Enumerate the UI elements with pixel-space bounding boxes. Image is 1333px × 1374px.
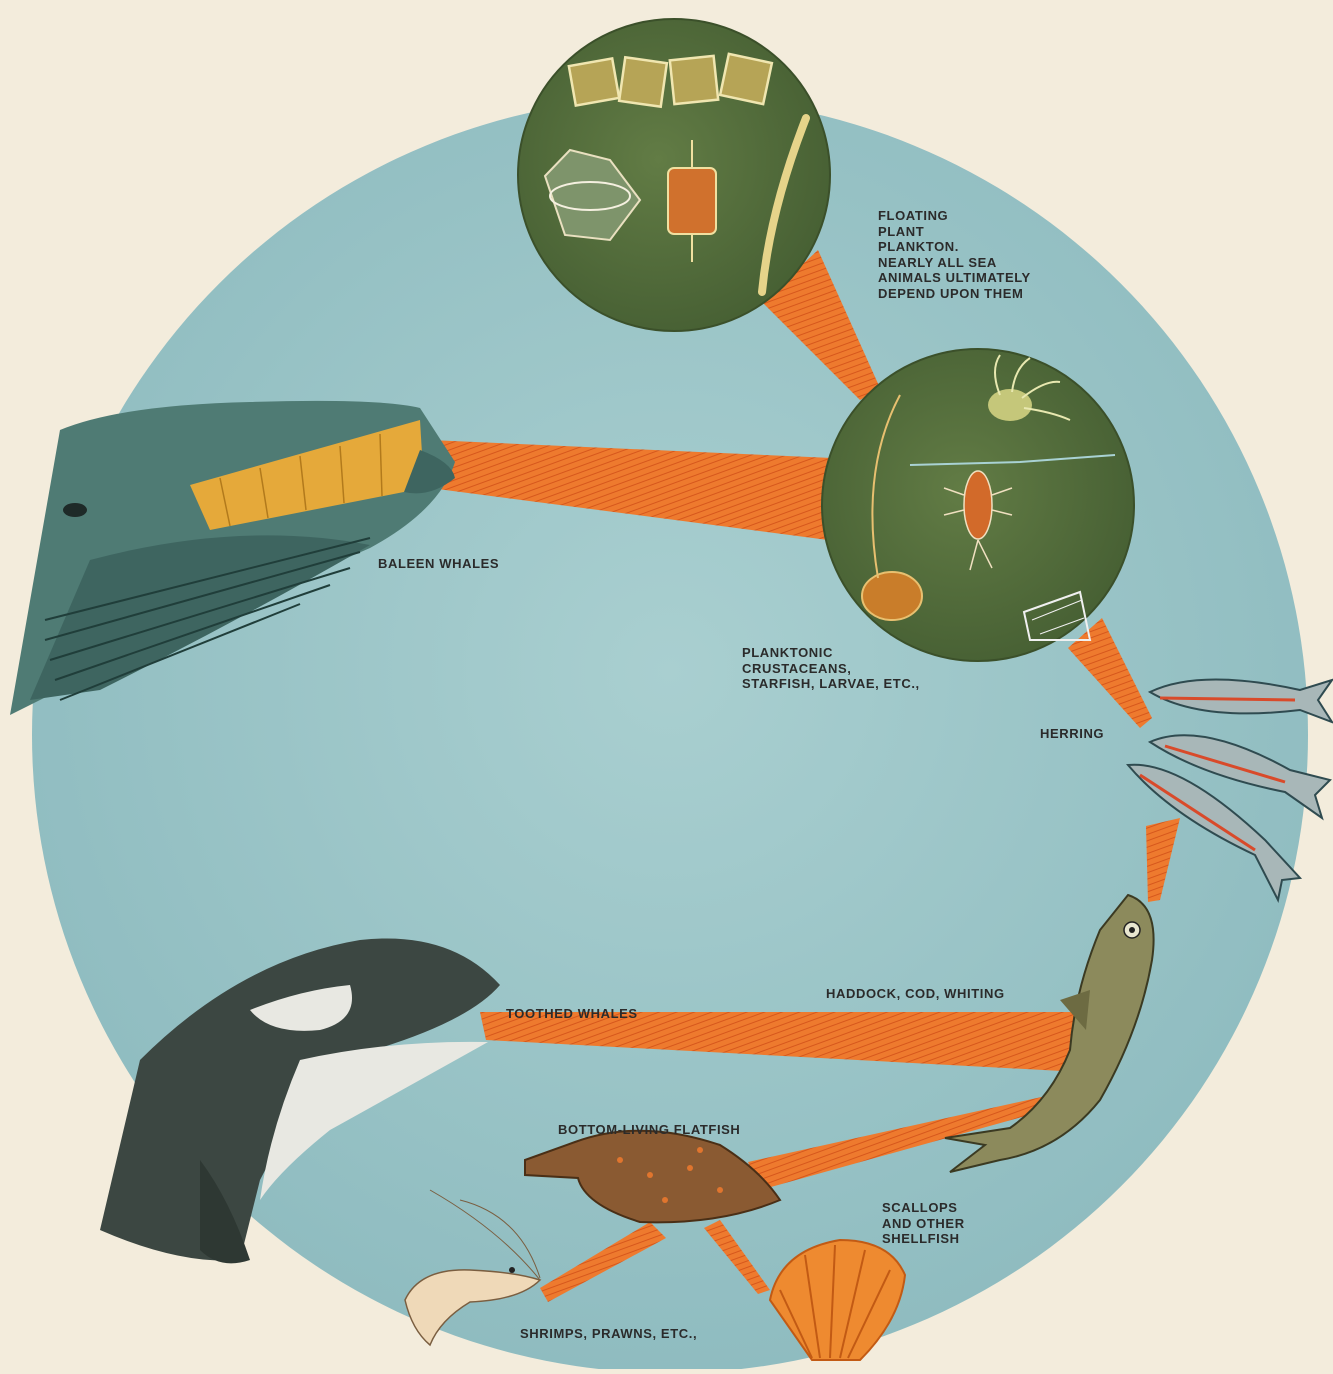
label-scallops: SCALLOPS AND OTHER SHELLFISH — [882, 1200, 965, 1247]
plant-plankton-disc — [518, 19, 830, 331]
label-herring: HERRING — [1040, 726, 1104, 742]
label-haddock-cod-whiting: HADDOCK, COD, WHITING — [826, 986, 1005, 1002]
label-plant-plankton: FLOATING PLANT PLANKTON. NEARLY ALL SEA … — [878, 208, 1031, 301]
label-baleen-whales: BALEEN WHALES — [378, 556, 499, 572]
label-planktonic-crustaceans: PLANKTONIC CRUSTACEANS, STARFISH, LARVAE… — [742, 645, 920, 692]
label-bottom-living-flatfish: BOTTOM-LIVING FLATFISH — [558, 1122, 740, 1138]
crustacean-plankton-disc — [822, 349, 1134, 661]
label-shrimps-prawns: SHRIMPS, PRAWNS, ETC., — [520, 1326, 697, 1342]
label-toothed-whales: TOOTHED WHALES — [506, 1006, 638, 1022]
